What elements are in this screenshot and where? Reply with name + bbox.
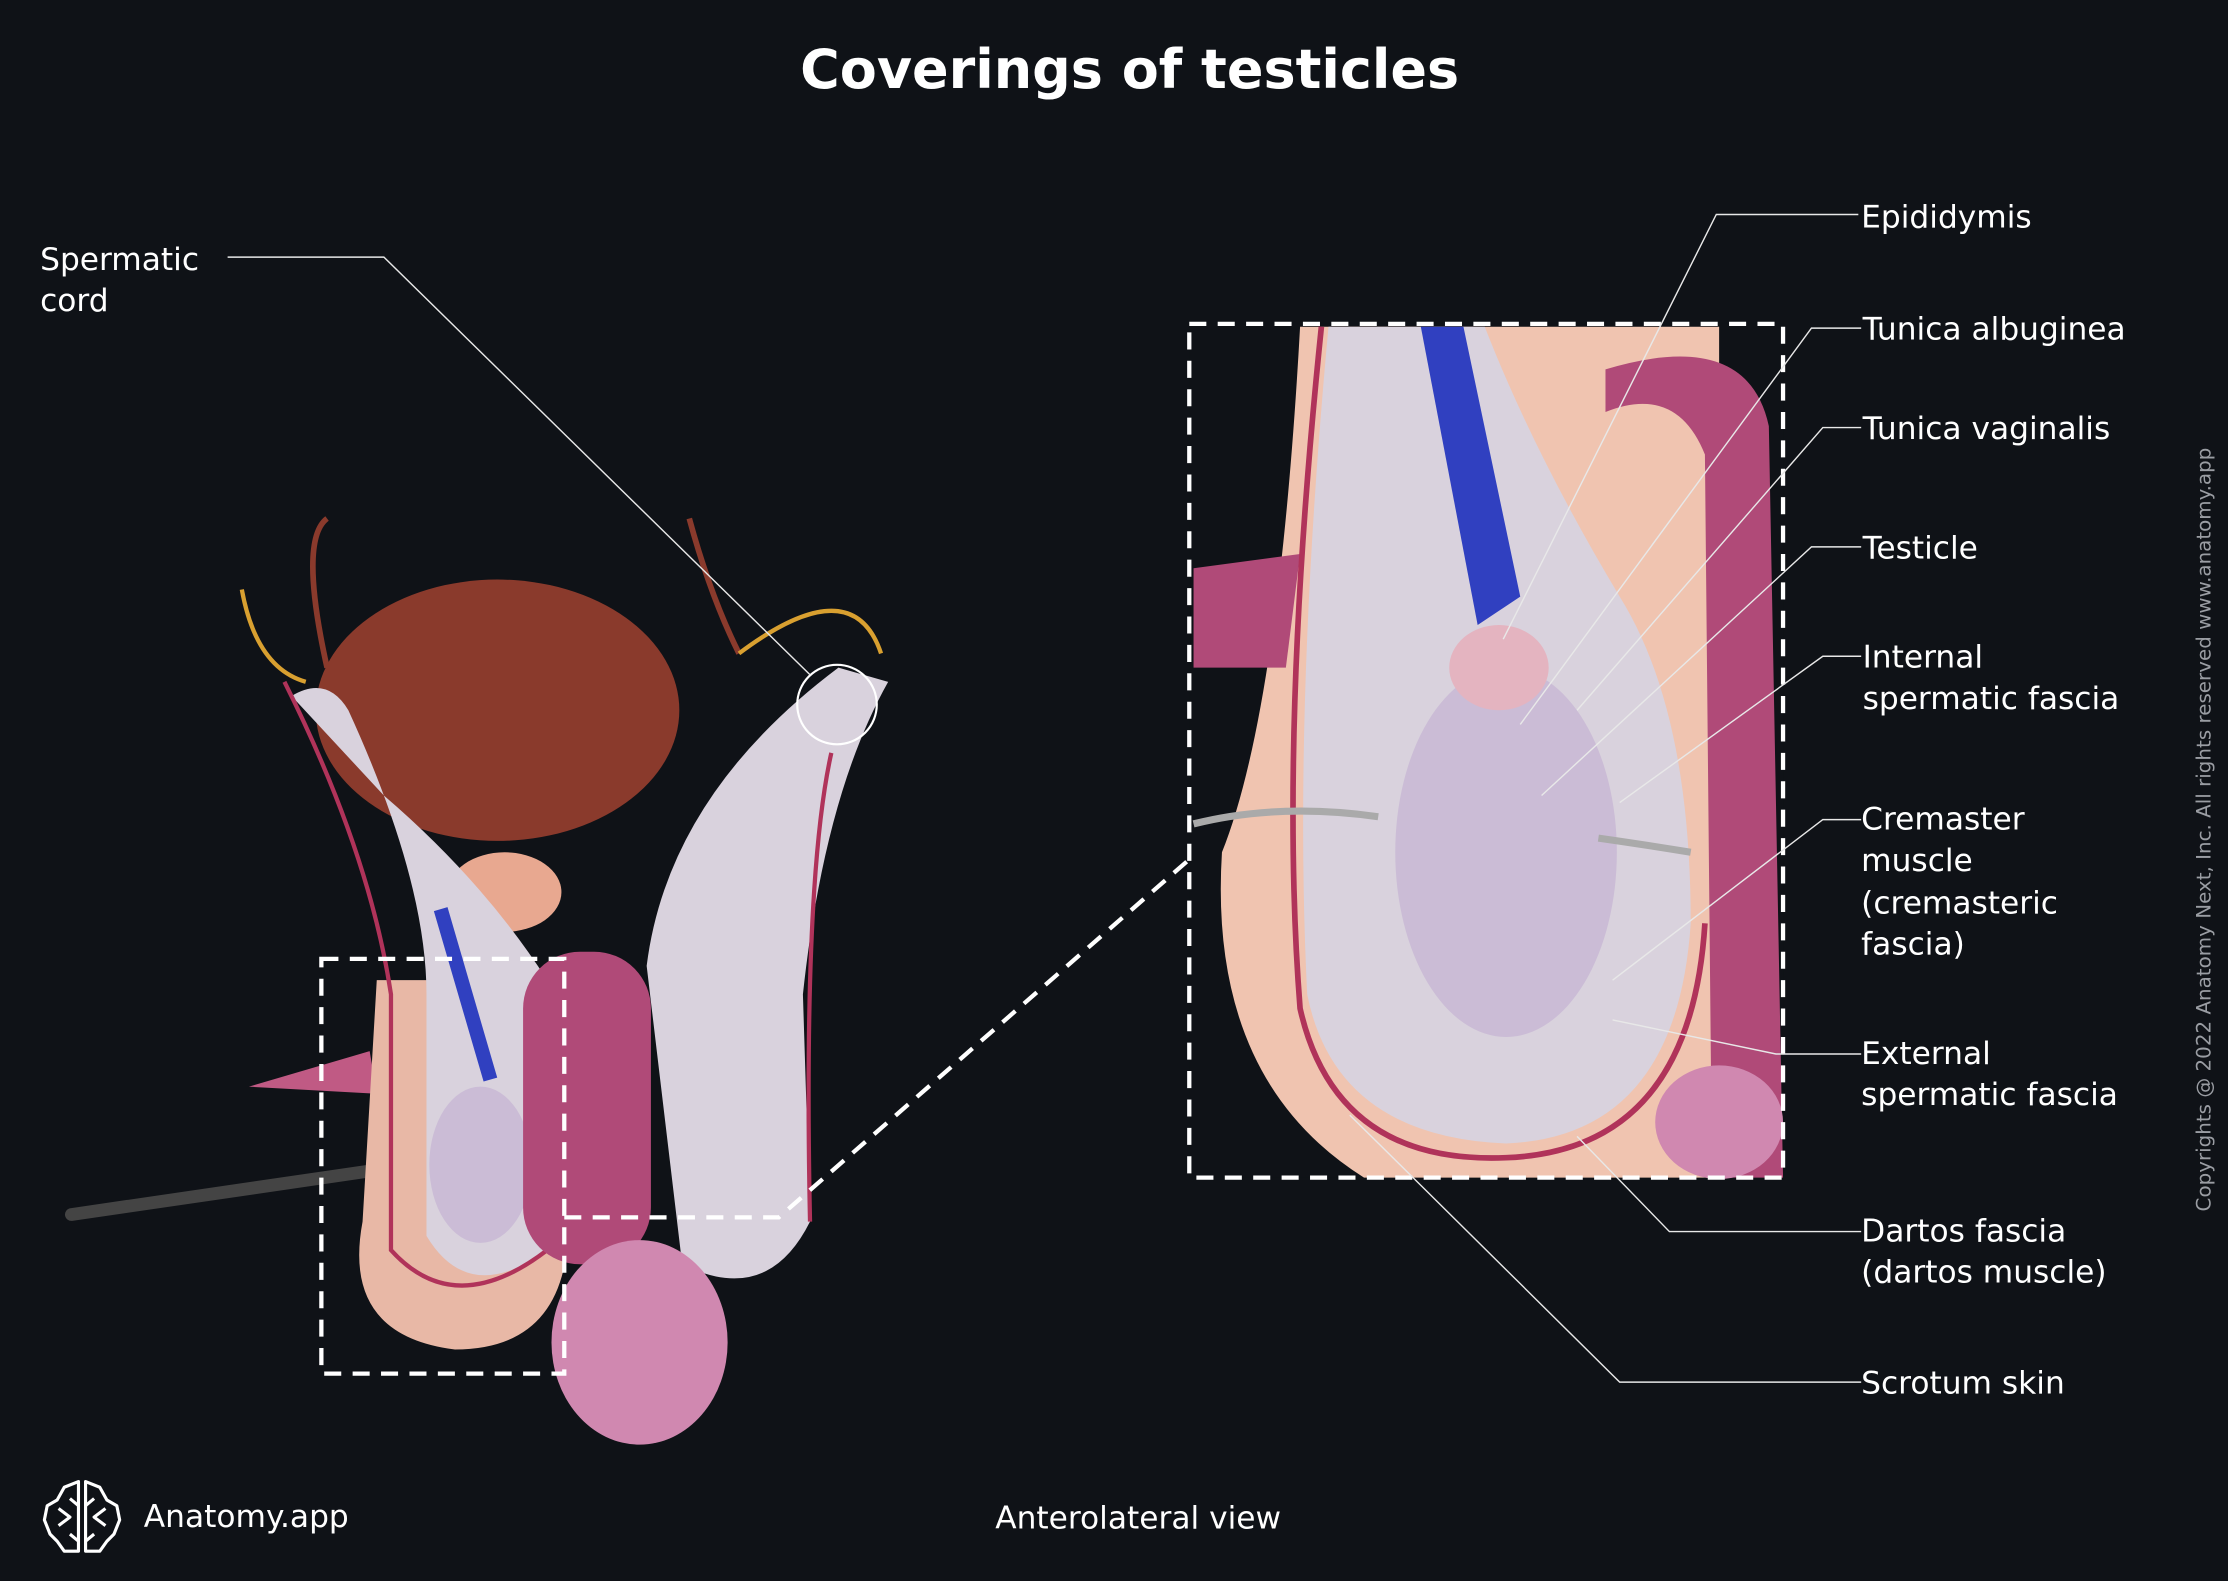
brand-name: Anatomy.app: [144, 1499, 349, 1535]
label-tunica-vaginalis: Tunica vaginalis: [1862, 411, 2111, 447]
leader-spermatic-cord: [227, 256, 811, 676]
urinary-bladder: [315, 579, 680, 841]
leader-dartos-fascia: [1576, 1135, 1862, 1233]
label-tunica-albuginea: Tunica albuginea: [1862, 311, 2126, 347]
testis-overview: [429, 1086, 532, 1243]
label-testicle: Testicle: [1862, 530, 1978, 566]
overview-illustration: [64, 516, 889, 1445]
leader-external-spermatic-fascia: [1612, 1019, 1862, 1055]
copyright-text: Copyrights @ 2022 Anatomy Next, Inc. All…: [2193, 448, 2216, 1212]
leader-cremaster-muscle: [1612, 818, 1862, 981]
leader-scrotum-skin: [1349, 1114, 1862, 1383]
leader-testicle: [1541, 546, 1862, 796]
testis-detail: [1395, 667, 1617, 1037]
view-caption: Anterolateral view: [995, 1500, 1281, 1536]
leader-internal-spermatic-fascia: [1619, 655, 1862, 804]
brain-icon: [42, 1480, 122, 1553]
label-epididymis: Epididymis: [1861, 199, 2032, 235]
leader-epididymis: [1502, 213, 1859, 640]
page-title: Coverings of testicles: [800, 38, 1459, 101]
label-dartos-fascia: Dartos fascia(dartos muscle): [1861, 1214, 2106, 1291]
leader-tunica-vaginalis: [1576, 426, 1862, 711]
label-scrotum-skin: Scrotum skin: [1861, 1365, 2065, 1401]
zoom-connector: [564, 857, 1191, 1220]
leader-tunica-albuginea: [1519, 327, 1862, 725]
spermatic-cord-marker: [796, 663, 878, 746]
zoom-detail-box: [1187, 321, 1786, 1180]
detail-illustration: [1189, 323, 1784, 1180]
glans-penis: [551, 1240, 728, 1445]
